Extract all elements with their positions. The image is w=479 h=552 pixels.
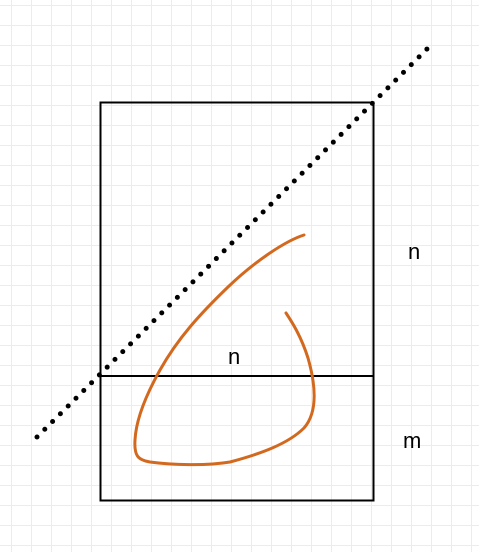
orange-curve: [133, 233, 316, 467]
middle-n-label: n: [228, 344, 241, 369]
right-n-label: n: [408, 239, 421, 264]
right-m-label: m: [403, 428, 422, 453]
outer-rectangle: [99, 101, 375, 502]
